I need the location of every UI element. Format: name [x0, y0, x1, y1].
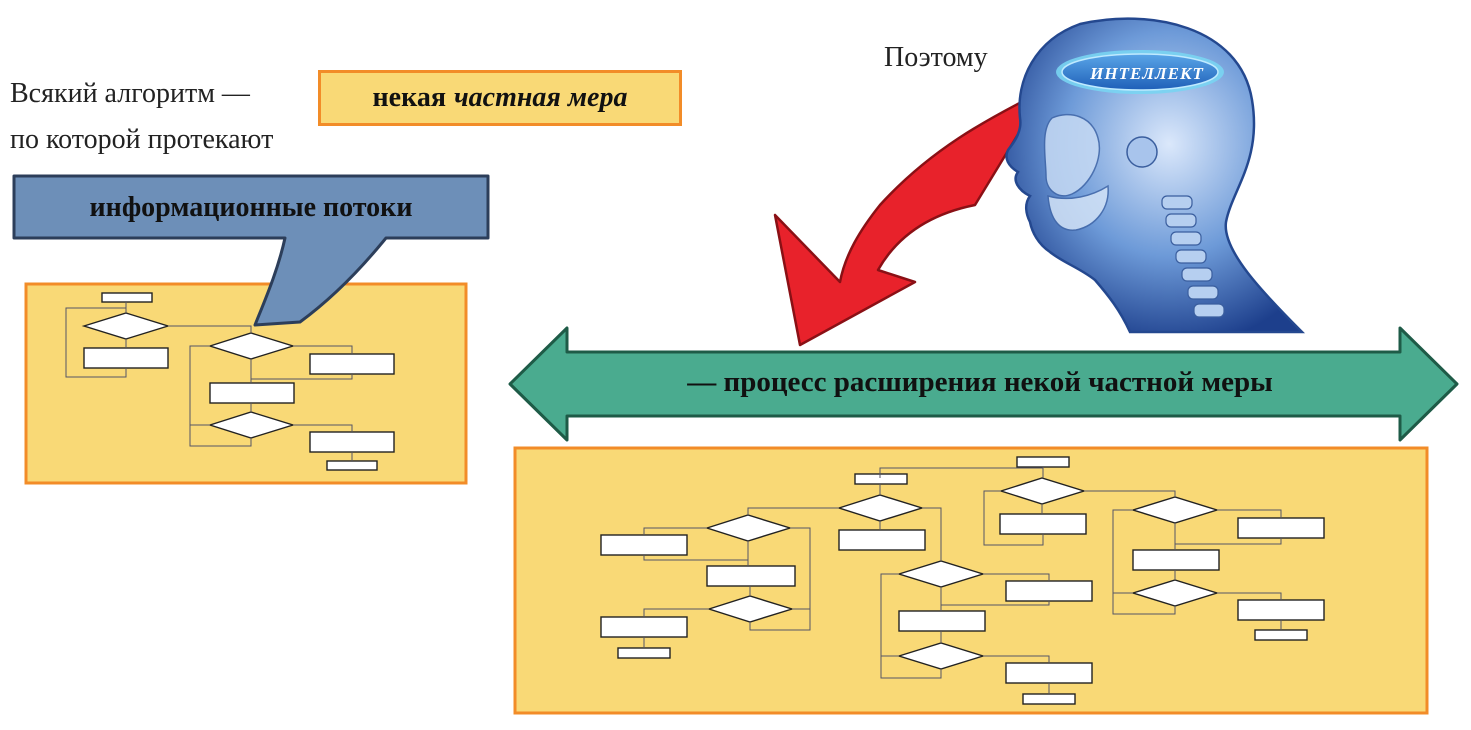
consequence-label: Поэтому — [884, 42, 988, 73]
red-curved-arrow-icon — [773, 88, 1047, 347]
partial-measure-box: некая частная мера — [318, 70, 682, 126]
measure-italic-text: частная мера — [453, 82, 628, 113]
intro-line-1: Всякий алгоритм — — [10, 78, 250, 109]
small-flowchart-panel — [24, 282, 468, 485]
process-label: — процесс расширения некой частной меры — [687, 365, 1273, 398]
information-flows-callout — [12, 174, 490, 327]
intro-line-2: по которой протекают — [10, 124, 274, 155]
information-flows-label: информационные потоки — [89, 192, 413, 223]
head-skull-icon — [1005, 17, 1306, 334]
process-double-arrow — [508, 326, 1459, 442]
measure-bold-text: некая — [372, 82, 446, 113]
large-flowchart-panel — [513, 446, 1429, 715]
intellect-badge: ИНТЕЛЛЕКТ — [1090, 64, 1204, 83]
